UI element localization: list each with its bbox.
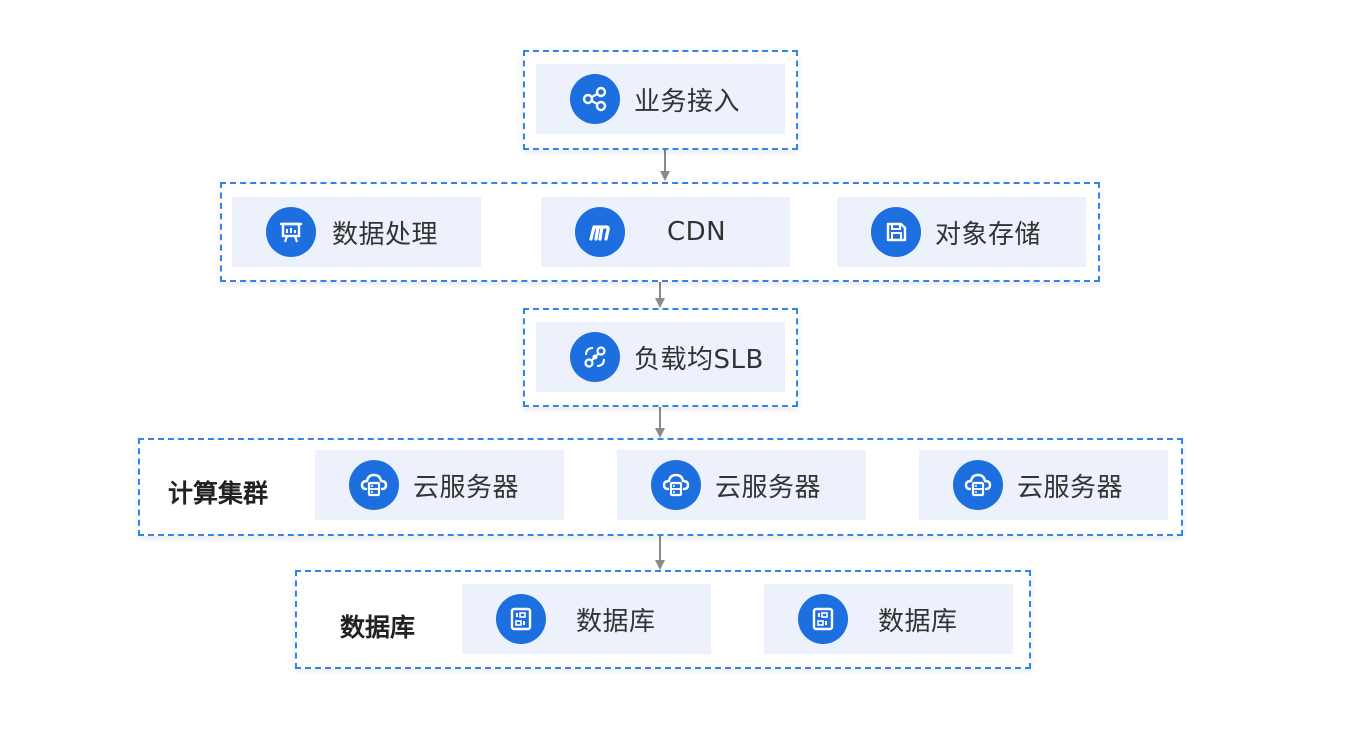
data-processing-node[interactable]: 数据处理 xyxy=(232,197,481,267)
cloud-server-icon xyxy=(953,460,1003,510)
slb-node[interactable]: 负载均SLB xyxy=(536,322,785,392)
cdn-label: CDN xyxy=(667,217,727,247)
database-node-1[interactable]: 数据库 xyxy=(462,584,711,654)
compute-cluster-label: 计算集群 xyxy=(168,479,269,508)
cdn-logo-icon xyxy=(575,207,625,257)
cloud-server-label-2: 云服务器 xyxy=(715,472,822,503)
database-label-2: 数据库 xyxy=(878,606,958,637)
share-icon xyxy=(570,74,620,124)
database-node-2[interactable]: 数据库 xyxy=(764,584,1013,654)
cloud-server-label-1: 云服务器 xyxy=(413,472,520,503)
cloud-server-node-2[interactable]: 云服务器 xyxy=(617,450,866,520)
presentation-board-icon xyxy=(266,207,316,257)
cloud-server-label-3: 云服务器 xyxy=(1017,472,1124,503)
cloud-server-node-1[interactable]: 云服务器 xyxy=(315,450,564,520)
database-chip-icon xyxy=(496,594,546,644)
cloud-server-node-3[interactable]: 云服务器 xyxy=(919,450,1168,520)
data-processing-label: 数据处理 xyxy=(332,219,439,250)
access-node[interactable]: 业务接入 xyxy=(536,64,785,134)
access-label: 业务接入 xyxy=(634,86,741,117)
link-nodes-icon xyxy=(570,332,620,382)
database-group-label: 数据库 xyxy=(340,613,416,642)
object-storage-label: 对象存储 xyxy=(935,219,1042,250)
slb-label: 负载均SLB xyxy=(634,344,764,375)
database-chip-icon xyxy=(798,594,848,644)
cloud-server-icon xyxy=(651,460,701,510)
cdn-node[interactable]: CDN xyxy=(541,197,790,267)
floppy-disk-icon xyxy=(871,207,921,257)
object-storage-node[interactable]: 对象存储 xyxy=(837,197,1086,267)
cloud-server-icon xyxy=(349,460,399,510)
database-label-1: 数据库 xyxy=(576,606,656,637)
